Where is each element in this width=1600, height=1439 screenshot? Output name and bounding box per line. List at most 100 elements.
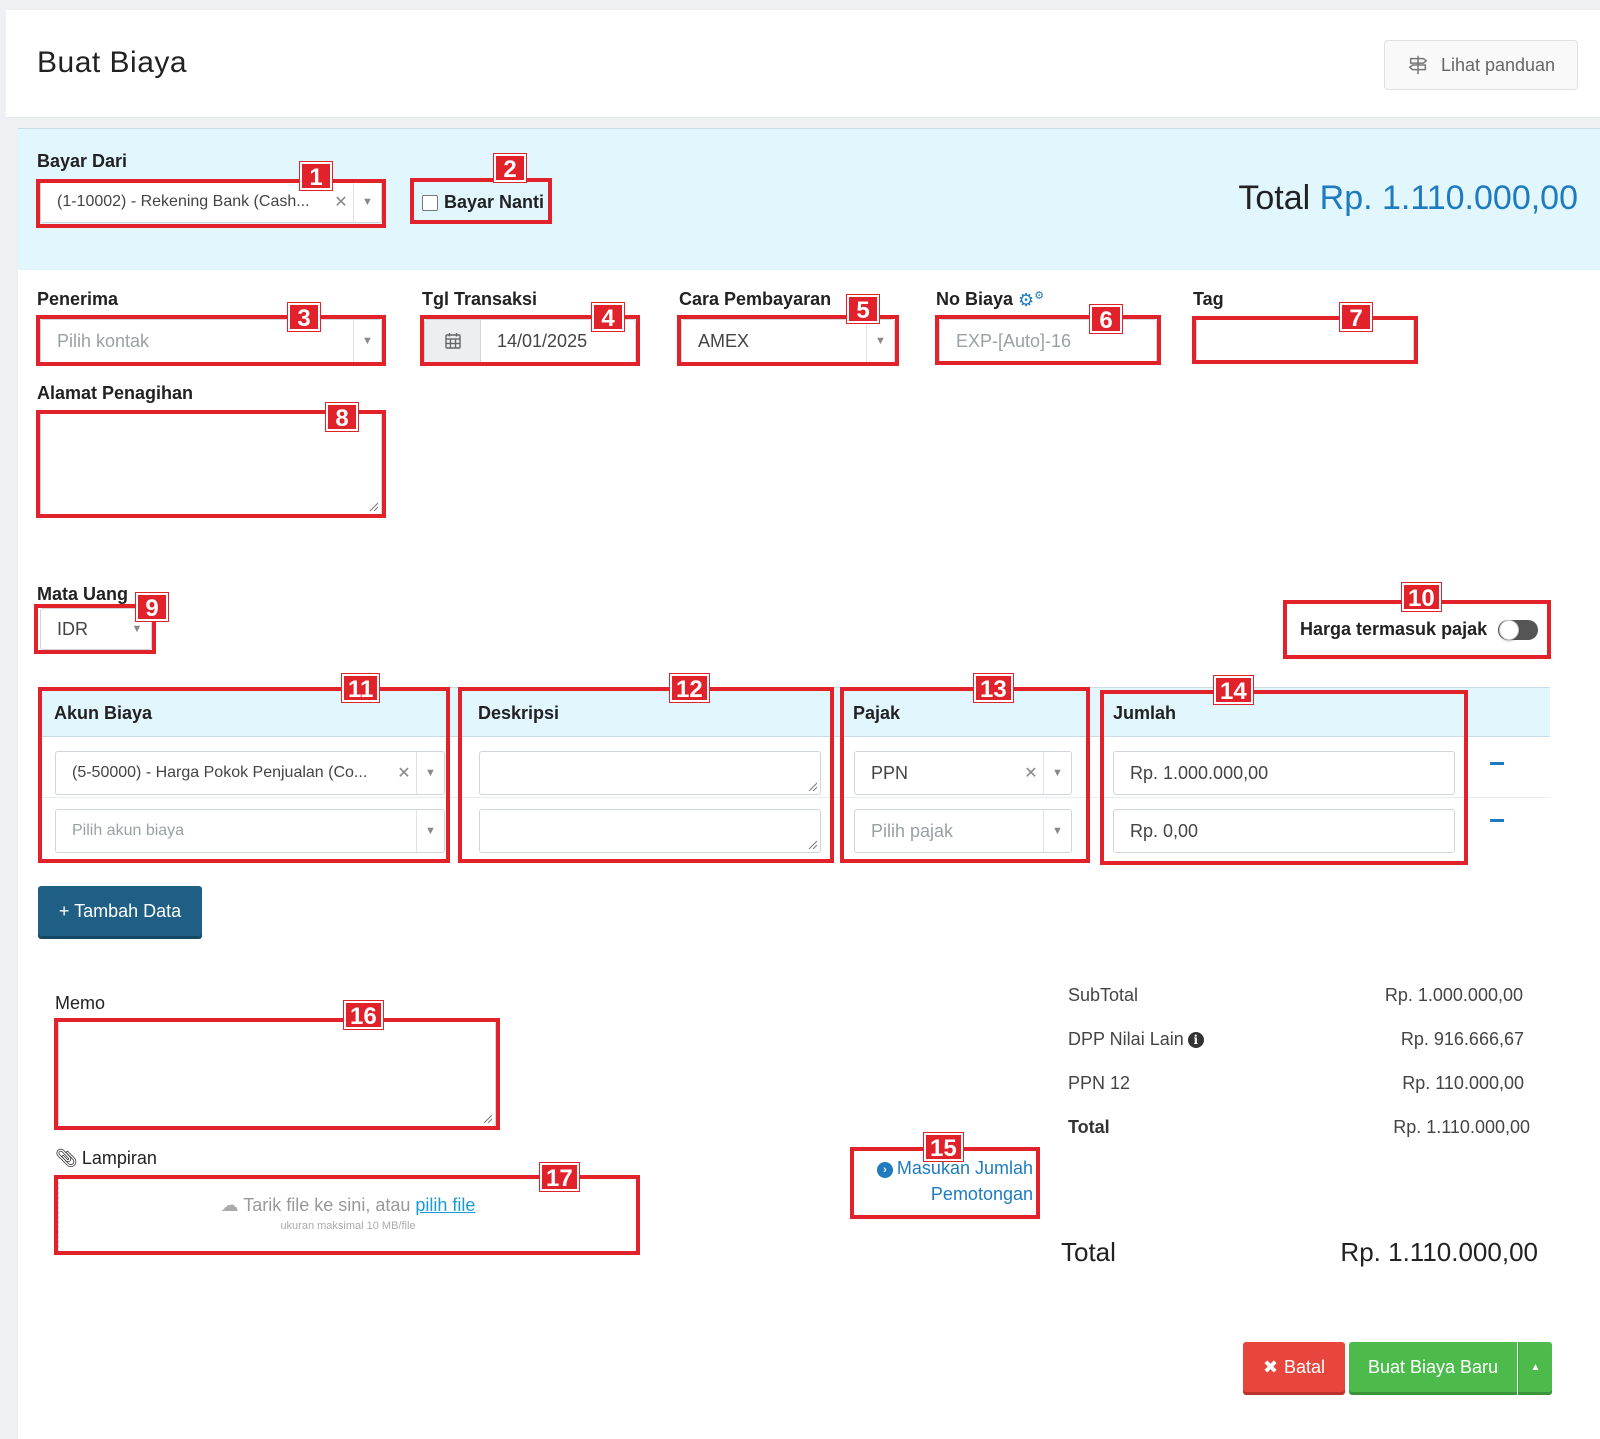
chevron-down-icon[interactable]: ▼ — [353, 320, 381, 362]
callout-badge-13: 13 — [974, 674, 1013, 703]
resize-handle-icon[interactable] — [808, 782, 817, 791]
callout-badge-4: 4 — [592, 303, 624, 332]
grand-total-label: Total — [1061, 1237, 1116, 1267]
grand-total-value: Rp. 1.110.000,00 — [1340, 1237, 1538, 1267]
payment-method-select[interactable]: AMEX ▼ — [681, 319, 895, 363]
calendar-icon[interactable] — [425, 320, 481, 362]
tax-select-row-1[interactable]: PPN ✕ ▼ — [854, 751, 1072, 795]
gears-icon[interactable]: ⚙⚙ — [1018, 290, 1045, 311]
callout-box-4 — [420, 315, 640, 366]
expense-no-label-wrap: No Biaya ⚙⚙ — [936, 289, 1044, 311]
chevron-down-icon[interactable]: ▼ — [1043, 752, 1071, 794]
upload-size-note: ukuran maksimal 10 MB/file — [280, 1220, 416, 1232]
currency-label: Mata Uang — [37, 584, 129, 604]
header-total-label: Total — [1238, 179, 1311, 217]
summary-total-label: Total — [1068, 1117, 1110, 1137]
resize-handle-icon[interactable] — [808, 840, 817, 849]
expense-form: Bayar Dari (1-10002) - Rekening Bank (Ca… — [18, 128, 1600, 1439]
clear-icon[interactable]: ✕ — [1024, 765, 1038, 782]
clear-icon[interactable]: ✕ — [397, 765, 411, 782]
add-row-button[interactable]: + Tambah Data — [38, 886, 202, 936]
callout-badge-11: 11 — [342, 674, 380, 703]
billing-address-textarea[interactable] — [40, 413, 382, 515]
expense-no-label: No Biaya — [936, 289, 1014, 309]
description-textarea-row-2[interactable] — [479, 809, 821, 853]
pay-later-checkbox[interactable]: Bayar Nanti — [422, 192, 544, 213]
chevron-down-icon[interactable]: ▼ — [353, 182, 381, 222]
callout-badge-16: 16 — [344, 1001, 383, 1030]
callout-box-17 — [54, 1175, 640, 1255]
cloud-upload-icon: ☁ — [220, 1195, 239, 1215]
amount-input-row-1[interactable]: Rp. 1.000.000,00 — [1113, 751, 1455, 795]
toggle-knob — [1499, 620, 1519, 640]
deduction-link-line1: Masukan Jumlah — [896, 1158, 1033, 1178]
callout-badge-14: 14 — [1214, 676, 1253, 705]
clear-icon[interactable]: ✕ — [334, 194, 348, 211]
paperclip-icon: 📎︎ — [55, 1148, 78, 1168]
callout-badge-9: 9 — [136, 593, 168, 622]
dpp-value: Rp. 916.666,67 — [1400, 1029, 1524, 1049]
chevron-circle-right-icon: › — [876, 1162, 893, 1178]
choose-file-link[interactable]: pilih file — [415, 1195, 476, 1215]
info-icon[interactable]: i — [1187, 1032, 1204, 1048]
col-header-tax: Pajak — [853, 703, 901, 723]
remove-row-icon[interactable] — [1490, 762, 1504, 765]
callout-badge-8: 8 — [326, 403, 358, 432]
summary-total-value: Rp. 1.110.000,00 — [1393, 1117, 1530, 1137]
amount-input-row-2[interactable]: Rp. 0,00 — [1113, 809, 1455, 853]
callout-badge-10: 10 — [1402, 583, 1441, 612]
resize-handle-icon[interactable] — [483, 1114, 492, 1123]
guide-button[interactable]: Lihat panduan — [1384, 40, 1578, 90]
close-icon: ✖ — [1262, 1356, 1279, 1377]
callout-badge-17: 17 — [540, 1163, 579, 1192]
payment-method-label: Cara Pembayaran — [679, 289, 832, 309]
deduction-link-line2: Pemotongan — [930, 1184, 1033, 1204]
currency-select[interactable]: IDR ▼ — [40, 608, 152, 650]
billing-address-label: Alamat Penagihan — [37, 383, 194, 403]
recipient-label: Penerima — [37, 289, 119, 309]
chevron-down-icon[interactable]: ▼ — [416, 752, 444, 794]
create-expense-button[interactable]: Buat Biaya Baru — [1349, 1342, 1517, 1392]
col-header-account: Akun Biaya — [54, 703, 153, 723]
subtotal-label: SubTotal — [1068, 985, 1139, 1005]
tag-label: Tag — [1193, 289, 1224, 309]
date-input[interactable]: 14/01/2025 — [424, 319, 636, 363]
callout-box-2 — [410, 178, 552, 224]
tax-inclusive-toggle[interactable] — [1498, 620, 1538, 640]
resize-handle-icon[interactable] — [369, 502, 378, 511]
col-header-amount: Jumlah — [1113, 703, 1177, 723]
guide-button-label: Lihat panduan — [1440, 54, 1556, 75]
chevron-down-icon[interactable]: ▼ — [131, 623, 143, 635]
chevron-down-icon[interactable]: ▼ — [1043, 810, 1071, 852]
recipient-select[interactable]: Pilih kontak ▼ — [40, 319, 382, 363]
chevron-down-icon[interactable]: ▼ — [866, 320, 894, 362]
line-items-header: Akun Biaya Deskripsi Pajak Jumlah — [40, 687, 1550, 737]
callout-badge-2: 2 — [494, 154, 526, 183]
checkbox[interactable] — [422, 194, 438, 211]
tax-inclusive-label: Harga termasuk pajak — [1300, 619, 1488, 639]
dpp-label: DPP Nilai Lain — [1068, 1029, 1184, 1049]
pay-from-label: Bayar Dari — [37, 151, 128, 171]
memo-label: Memo — [55, 993, 106, 1013]
cancel-button[interactable]: ✖ Batal — [1243, 1342, 1345, 1392]
account-select-row-1[interactable]: (5-50000) - Harga Pokok Penjualan (Co...… — [55, 751, 445, 795]
callout-badge-12: 12 — [670, 674, 709, 703]
col-header-description: Deskripsi — [478, 703, 560, 723]
callout-box-6 — [935, 315, 1161, 365]
description-textarea-row-1[interactable] — [479, 751, 821, 795]
pay-later-label: Bayar Nanti — [444, 192, 545, 212]
add-deduction-link[interactable]: ›Masukan Jumlah Pemotongan — [861, 1155, 1033, 1207]
upload-main-text: ☁ Tarik file ke sini, atau pilih file — [59, 1195, 637, 1216]
chevron-down-icon[interactable]: ▼ — [416, 810, 444, 852]
callout-box-3 — [36, 315, 386, 366]
callout-box-8 — [36, 410, 386, 518]
callout-box-9 — [34, 604, 156, 654]
upload-text: Tarik file ke sini, atau — [243, 1195, 416, 1215]
caret-up-icon[interactable]: ▲ — [1518, 1342, 1552, 1392]
remove-row-icon[interactable] — [1490, 819, 1504, 822]
signpost-icon — [1408, 55, 1428, 75]
callout-box-13 — [840, 687, 1090, 863]
callout-badge-5: 5 — [847, 295, 879, 324]
tax-select-row-2[interactable]: Pilih pajak ▼ — [854, 809, 1072, 853]
account-select-row-2[interactable]: Pilih akun biaya ▼ — [55, 809, 445, 853]
